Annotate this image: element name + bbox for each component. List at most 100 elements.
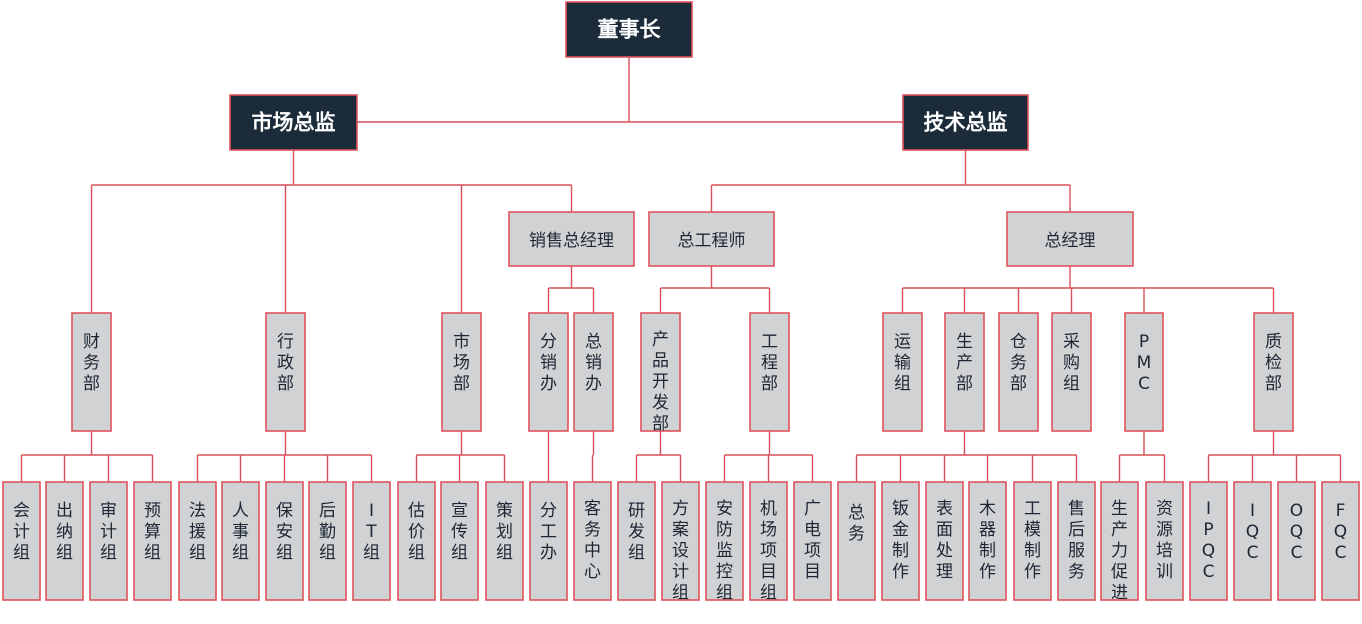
node-surface-treatment: 表面处理 <box>925 481 964 601</box>
node-box <box>1321 481 1360 601</box>
node-box <box>528 312 569 432</box>
node-label: 木器制作 <box>979 499 996 582</box>
node-box <box>902 94 1029 151</box>
connector-lines <box>20 57 1342 482</box>
node-label: 仓务部 <box>1010 332 1027 394</box>
node-label: 保安组 <box>276 501 293 563</box>
node-label: 宣传组 <box>451 501 468 563</box>
node-label: 人事组 <box>232 501 249 563</box>
node-label: 表面处理 <box>936 499 953 582</box>
node-box <box>1013 481 1052 601</box>
node-label: 采购组 <box>1063 332 1080 394</box>
node-box <box>1233 481 1272 601</box>
node-logistics: 后勤组 <box>308 481 347 601</box>
node-production-promotion: 生产力促进 <box>1100 481 1139 603</box>
node-box <box>565 1 693 58</box>
node-qc-dept: 质检部 <box>1253 312 1294 432</box>
node-box <box>617 481 656 601</box>
node-box <box>221 481 260 601</box>
node-box <box>1145 481 1184 601</box>
node-label: 客务中心 <box>584 499 601 582</box>
node-label: 预算组 <box>144 501 161 563</box>
node-finance: 财务部 <box>71 312 112 432</box>
node-after-sales: 售后服务 <box>1057 481 1096 601</box>
node-box <box>837 481 876 601</box>
node-box <box>265 481 304 601</box>
node-general-manager: 总经理 <box>1006 211 1134 267</box>
node-legal: 法援组 <box>178 481 217 601</box>
node-accounting: 会计组 <box>2 481 41 601</box>
node-general-affairs: 总务 <box>837 481 876 601</box>
org-nodes: 董事长市场总监技术总监销售总经理总工程师总经理财务部行政部市场部分销办总销办产品… <box>2 1 1360 603</box>
node-box <box>178 481 217 601</box>
node-box <box>705 481 744 601</box>
node-label: 质检部 <box>1265 332 1282 394</box>
node-box <box>308 481 347 601</box>
node-box <box>352 481 391 601</box>
node-label: 策划组 <box>496 501 513 563</box>
node-label: 审计组 <box>100 501 117 563</box>
node-admin: 行政部 <box>265 312 306 432</box>
node-broadcast-project: 广电项目 <box>793 481 832 601</box>
node-box <box>1253 312 1294 432</box>
node-purchasing: 采购组 <box>1051 312 1092 432</box>
node-airport-project: 机场项目组 <box>749 481 788 603</box>
node-box <box>89 481 128 601</box>
node-label: 法援组 <box>189 501 206 563</box>
node-label: 总务 <box>848 503 865 544</box>
node-label: 会计组 <box>13 501 30 563</box>
node-box <box>133 481 172 601</box>
node-label: 钣金制作 <box>892 499 909 582</box>
node-audit: 审计组 <box>89 481 128 601</box>
node-transport: 运输组 <box>882 312 923 432</box>
node-label: 产品开发部 <box>652 330 669 434</box>
node-box <box>998 312 1039 432</box>
node-chairman: 董事长 <box>565 1 693 58</box>
node-market-director: 市场总监 <box>229 94 358 151</box>
node-sales-gm: 销售总经理 <box>508 211 635 267</box>
node-warehouse: 仓务部 <box>998 312 1039 432</box>
node-box <box>397 481 436 601</box>
node-box <box>441 312 482 432</box>
node-box <box>925 481 964 601</box>
node-box <box>573 312 614 432</box>
node-label: 总销办 <box>585 332 602 394</box>
node-label: 董事长 <box>598 18 662 42</box>
node-box <box>1051 312 1092 432</box>
node-label: 估价组 <box>408 501 425 563</box>
node-box <box>1100 481 1139 601</box>
node-label: 广电项目 <box>804 499 821 582</box>
node-box <box>1057 481 1096 601</box>
node-label: 技术总监 <box>924 111 1008 135</box>
node-engineering: 工程部 <box>749 312 790 432</box>
node-box <box>265 312 306 432</box>
node-label: 售后服务 <box>1068 499 1085 582</box>
node-label: 运输组 <box>894 332 911 394</box>
node-sheet-metal: 钣金制作 <box>881 481 920 601</box>
node-label: 机场项目组 <box>760 499 777 603</box>
node-box <box>1277 481 1316 601</box>
node-label: 出纳组 <box>56 501 73 563</box>
node-planning: 策划组 <box>485 481 524 601</box>
node-chief-engineer: 总工程师 <box>648 211 775 267</box>
node-box <box>1189 481 1228 601</box>
node-box <box>749 312 790 432</box>
node-box <box>229 94 358 151</box>
node-label: 研发组 <box>628 501 645 563</box>
node-box <box>944 312 985 432</box>
node-budget: 预算组 <box>133 481 172 601</box>
node-label: 生产力促进 <box>1111 499 1128 603</box>
node-box <box>529 481 568 601</box>
node-box <box>440 481 479 601</box>
node-box <box>45 481 84 601</box>
